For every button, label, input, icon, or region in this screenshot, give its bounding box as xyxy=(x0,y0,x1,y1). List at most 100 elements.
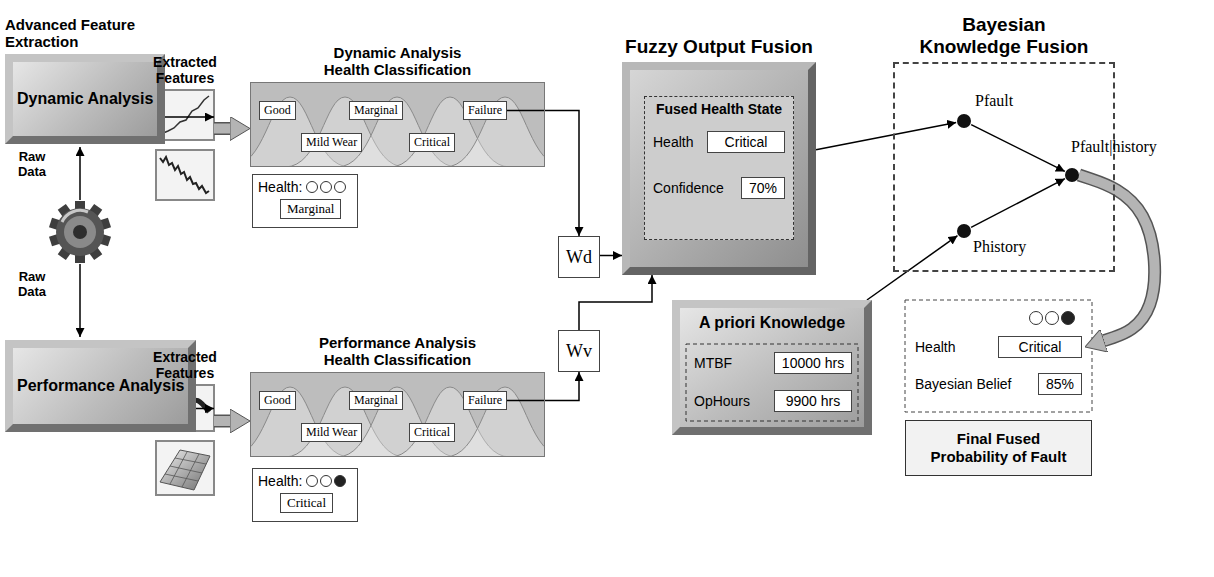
field-label: Bayesian Belief xyxy=(915,376,1012,392)
class-tag: Critical xyxy=(409,423,455,442)
fusion-block: HealthCriticalConfidence 70% Fused Health … xyxy=(622,62,816,275)
class-label: Failure xyxy=(468,103,502,118)
dashed-frame xyxy=(686,344,858,421)
field-label: Health: xyxy=(258,473,352,489)
class-label: Marginal xyxy=(354,393,398,408)
bayes-region: PfaultPfault|historyPhistoryBayesian Kno… xyxy=(893,62,1115,272)
weight-label: Wv xyxy=(566,341,592,362)
membership-curves xyxy=(230,372,565,457)
class-label: Mild Wear xyxy=(306,135,357,150)
arrow-body xyxy=(214,416,230,426)
arrow-body xyxy=(1079,175,1155,341)
flow-arrow xyxy=(214,421,230,422)
box-label: Final Fused Probability of Fault xyxy=(924,430,1074,466)
value-row: MTBF10000 hrs xyxy=(694,352,852,374)
health-lamps xyxy=(307,476,346,487)
class-label: Mild Wear xyxy=(306,425,357,440)
value-field: 70% xyxy=(741,177,785,199)
feature-panel: Extracted Features xyxy=(156,385,214,495)
arrow-line xyxy=(816,123,956,150)
class-tag: Mild Wear xyxy=(301,423,362,442)
value-field: 85% xyxy=(1038,373,1082,395)
arrow-line xyxy=(579,275,652,330)
field-label: OpHours xyxy=(694,393,750,409)
probability-label: Pfault xyxy=(975,92,1013,110)
connector-arrow xyxy=(579,275,652,330)
heading: Fuzzy Output Fusion xyxy=(604,36,834,58)
class-tag: Critical xyxy=(409,133,455,152)
connector-arrow xyxy=(600,255,622,256)
class-tag: Marginal xyxy=(349,101,403,120)
prior-knowledge-box: MTBF10000 hrsOpHours 9900 hrs A priori Kno… xyxy=(672,300,872,435)
box-fill xyxy=(680,308,864,427)
field-label: MTBF xyxy=(694,355,732,371)
probability-node: Phistory xyxy=(957,224,971,238)
box-heading: Fused Health State xyxy=(649,101,789,117)
connector-arrow xyxy=(816,123,956,150)
probability-label: Phistory xyxy=(973,238,1026,256)
class-label: Good xyxy=(264,393,291,408)
value-field: Critical xyxy=(280,493,333,513)
heading: Advanced Feature Extraction xyxy=(5,16,145,51)
class-label: Critical xyxy=(414,135,450,150)
dashed-frame xyxy=(905,300,1092,412)
value-field: Critical xyxy=(707,131,785,153)
flow-arrow xyxy=(1079,175,1155,341)
class-label: Good xyxy=(264,103,291,118)
class-label: Failure xyxy=(468,393,502,408)
value-row: Bayesian Belief 85% xyxy=(915,373,1082,395)
heading: Bayesian Knowledge Fusion xyxy=(909,14,1099,58)
arrow-line xyxy=(507,111,579,237)
class-tag: Marginal xyxy=(349,391,403,410)
value-row: OpHours 9900 hrs xyxy=(694,390,852,412)
weight-box: Wv xyxy=(558,330,600,372)
heading: Extracted Features xyxy=(147,349,223,381)
box-heading: A priori Knowledge xyxy=(684,314,860,332)
membership-curves xyxy=(230,82,565,167)
health-lamps xyxy=(1030,312,1075,325)
flow-arrow xyxy=(214,128,230,129)
value-field: Marginal xyxy=(280,199,341,219)
classification-panel: GoodMarginalFailureMild WearCriticalDyna… xyxy=(250,82,545,167)
class-tag: Failure xyxy=(463,391,507,410)
weight-label: Wd xyxy=(566,247,592,268)
gear-illustration xyxy=(49,201,111,263)
classification-panel: GoodMarginalFailureMild WearCriticalPerf… xyxy=(250,372,545,457)
heading: Dynamic Analysis Health Classification xyxy=(310,44,485,79)
class-label: Marginal xyxy=(354,103,398,118)
class-tag: Mild Wear xyxy=(301,133,362,152)
arrow-line xyxy=(600,255,622,257)
arrow-outline xyxy=(1079,175,1155,341)
health-lamps xyxy=(307,182,346,193)
arrow-body xyxy=(214,124,230,134)
value-row: HealthCritical xyxy=(653,131,785,153)
arrow-line xyxy=(971,179,1065,228)
class-tag: Failure xyxy=(463,101,507,120)
class-label: Critical xyxy=(414,425,450,440)
arrow-outline xyxy=(214,415,230,428)
value-row: HealthCritical xyxy=(915,336,1082,358)
connector-arrow xyxy=(971,179,1065,228)
probability-label: Pfault|history xyxy=(1071,138,1157,156)
result-box: Final Fused Probability of Fault xyxy=(905,420,1092,476)
signal-label: Raw Data xyxy=(10,270,54,300)
class-tag: Good xyxy=(259,101,296,120)
signal-label: Raw Data xyxy=(10,150,54,180)
arrow-line xyxy=(867,236,958,300)
feature-panel: Extracted Features xyxy=(156,90,214,200)
arrow-outline xyxy=(214,122,230,135)
fused-state-box: HealthCriticalConfidence 70% Fused Health … xyxy=(644,96,794,240)
health-indicator: Health:Marginal xyxy=(252,174,358,228)
health-indicator: Health: Critical xyxy=(252,468,358,522)
analysis-block: Advanced Feature ExtractionDynamic Analy… xyxy=(5,54,165,144)
connector-arrow xyxy=(971,125,1065,172)
field-label: Confidence xyxy=(653,180,724,196)
connector-arrow xyxy=(867,236,958,300)
raw-data-arrow xyxy=(79,147,81,200)
heading: Extracted Features xyxy=(147,54,223,86)
arrow-line xyxy=(507,372,579,401)
value-field: 9900 hrs xyxy=(774,390,852,412)
